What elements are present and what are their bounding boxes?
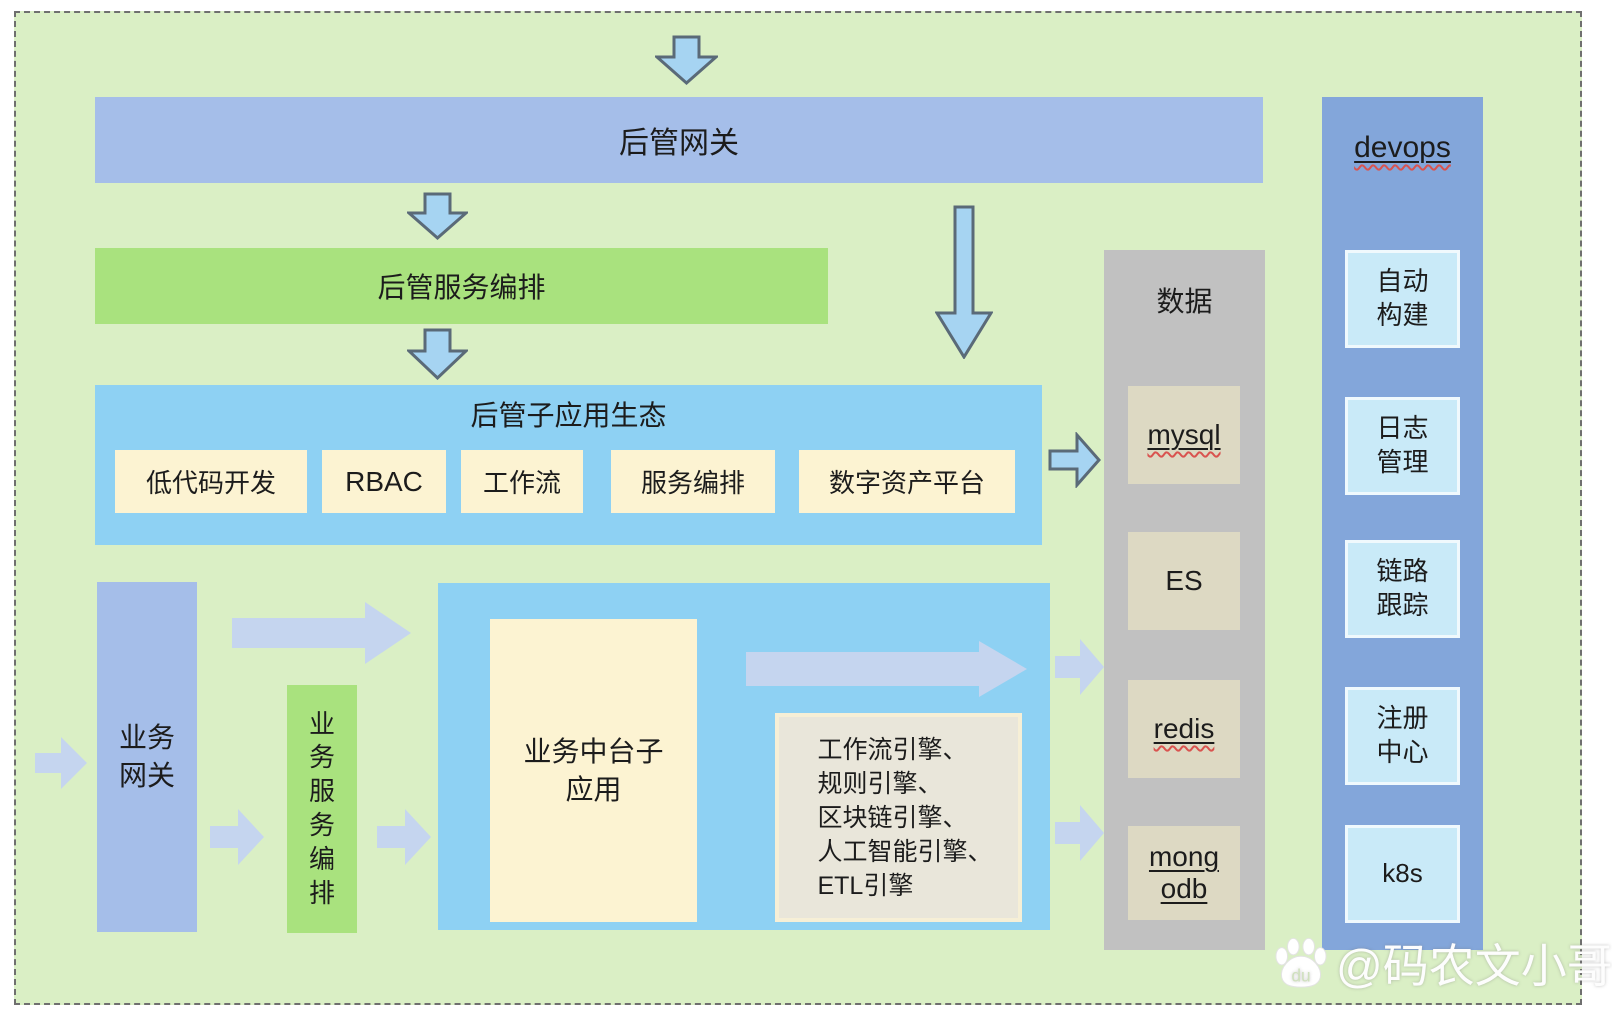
admin-gateway-bar: 后管网关 bbox=[95, 97, 1263, 183]
business-orchestration-box: 业务服务编排 bbox=[287, 685, 357, 933]
ecosystem-item-orchestration: 服务编排 bbox=[611, 450, 775, 513]
devops-item-log-management: 日志管理 bbox=[1345, 397, 1460, 495]
arrow-down-long-icon bbox=[935, 205, 993, 359]
admin-gateway-label: 后管网关 bbox=[619, 127, 739, 160]
ecosystem-item-lowcode: 低代码开发 bbox=[115, 450, 307, 513]
ecosystem-item-workflow: 工作流 bbox=[461, 450, 583, 513]
devops-item-auto-build: 自动构建 bbox=[1345, 250, 1460, 348]
business-gateway-box: 业务网关 bbox=[97, 582, 197, 932]
business-midplatform-label: 业务中台子应用 bbox=[523, 735, 664, 805]
devops-item-k8s: k8s bbox=[1345, 825, 1460, 923]
arrow-right-long-icon bbox=[746, 641, 1028, 697]
watermark-text: @码农文小哥 bbox=[1336, 940, 1612, 992]
business-gateway-label: 业务网关 bbox=[118, 722, 175, 791]
arrow-right-icon bbox=[232, 602, 412, 665]
data-item-mongodb: mongodb bbox=[1128, 826, 1240, 920]
admin-orchestration-bar: 后管服务编排 bbox=[95, 248, 828, 324]
arrow-right-icon bbox=[35, 733, 88, 793]
admin-orchestration-label: 后管服务编排 bbox=[377, 272, 546, 303]
baidu-paw-icon: du bbox=[1275, 937, 1327, 988]
ecosystem-item-rbac: RBAC bbox=[322, 450, 446, 513]
ecosystem-title: 后管子应用生态 bbox=[470, 400, 667, 431]
devops-item-registry: 注册中心 bbox=[1345, 687, 1460, 785]
arrow-right-icon bbox=[377, 806, 432, 868]
business-midplatform-box: 业务中台子应用 bbox=[490, 619, 697, 922]
devops-column bbox=[1322, 97, 1483, 950]
arrow-right-icon bbox=[1048, 432, 1102, 488]
engines-list-box: 工作流引擎、 规则引擎、 区块链引擎、 人工智能引擎、 ETL引擎 bbox=[775, 713, 1022, 922]
engines-list: 工作流引擎、 规则引擎、 区块链引擎、 人工智能引擎、 ETL引擎 bbox=[817, 735, 993, 900]
arrow-down-icon bbox=[655, 35, 718, 85]
arrow-right-icon bbox=[1055, 637, 1105, 697]
svg-text:du: du bbox=[1291, 965, 1310, 985]
data-item-es: ES bbox=[1128, 532, 1240, 630]
arrow-right-icon bbox=[1055, 803, 1105, 863]
devops-column-title: devops bbox=[1354, 131, 1451, 164]
data-item-redis: redis bbox=[1128, 680, 1240, 778]
arrow-right-icon bbox=[210, 806, 265, 868]
devops-item-trace: 链路跟踪 bbox=[1345, 540, 1460, 638]
arrow-down-icon bbox=[407, 192, 468, 240]
data-column-title: 数据 bbox=[1156, 286, 1213, 317]
watermark: du @码农文小哥 bbox=[1272, 930, 1612, 996]
data-item-mysql: mysql bbox=[1128, 386, 1240, 484]
ecosystem-item-digital-asset: 数字资产平台 bbox=[799, 450, 1015, 513]
arrow-down-icon bbox=[407, 328, 468, 380]
business-orchestration-label: 业务服务编排 bbox=[308, 708, 335, 908]
